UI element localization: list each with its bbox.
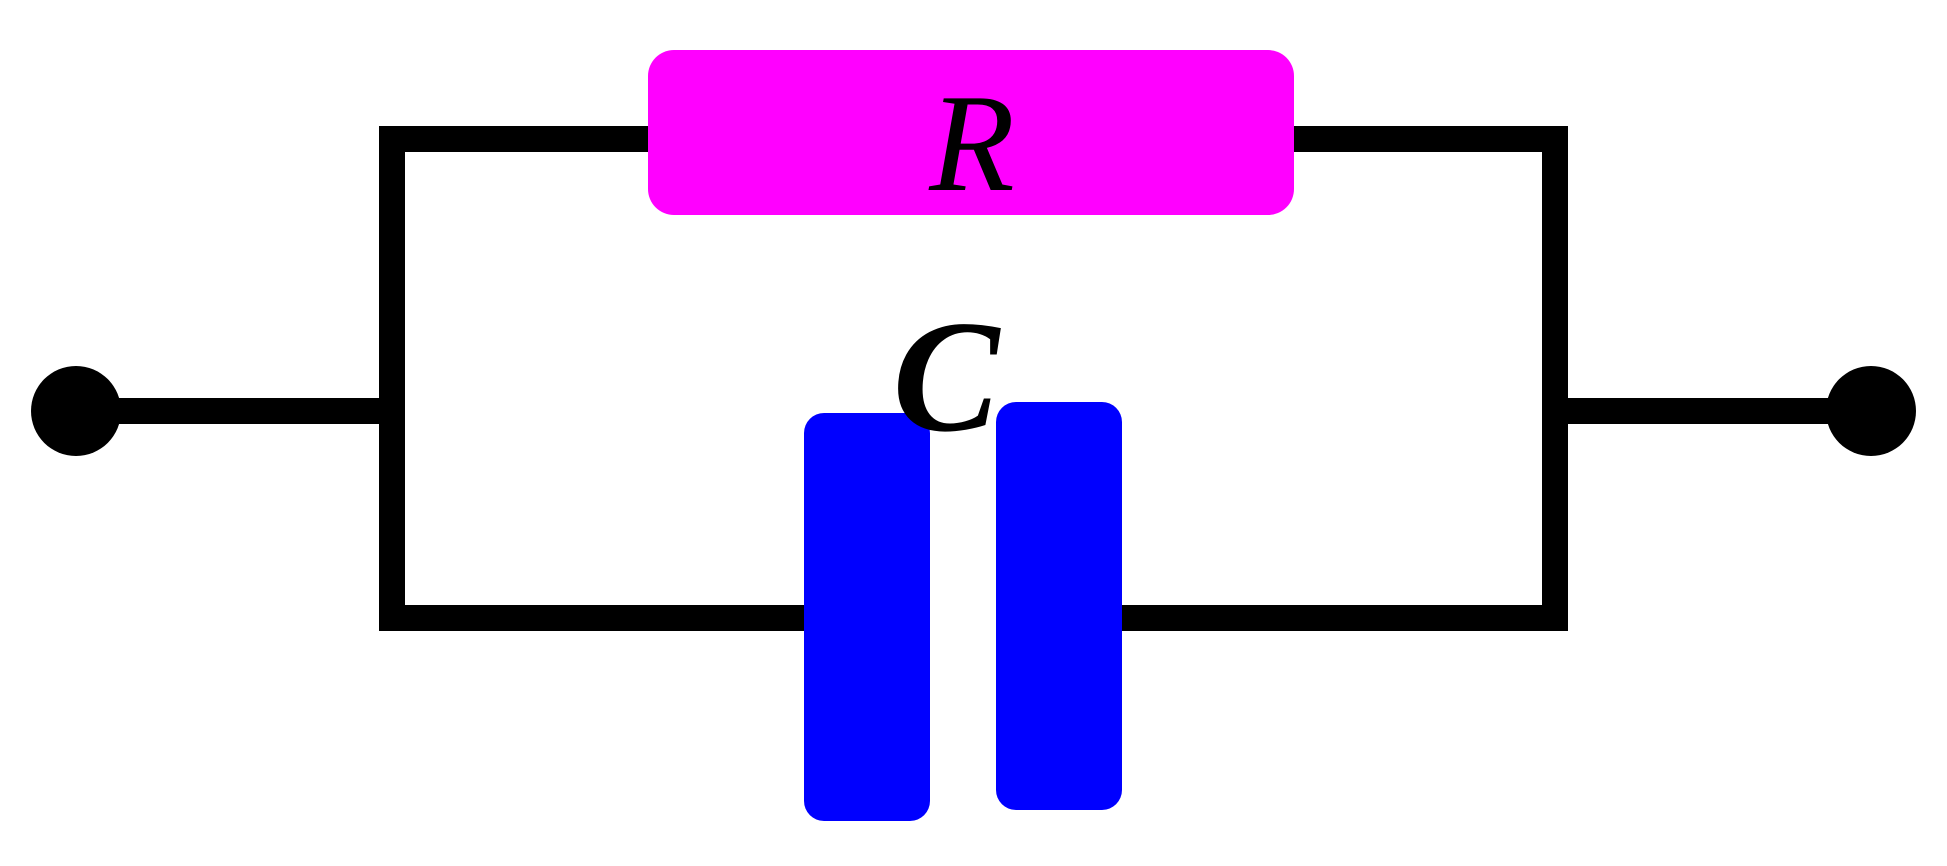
capacitor-plate-left: [804, 413, 930, 821]
left-terminal-node: [31, 366, 121, 456]
resistor-label: R: [928, 66, 1015, 221]
right-terminal-node: [1826, 366, 1916, 456]
resistor-body: [648, 50, 1294, 215]
capacitor-label: C: [893, 287, 1002, 465]
wires: [76, 126, 1871, 631]
capacitor-plate-right: [996, 402, 1122, 810]
